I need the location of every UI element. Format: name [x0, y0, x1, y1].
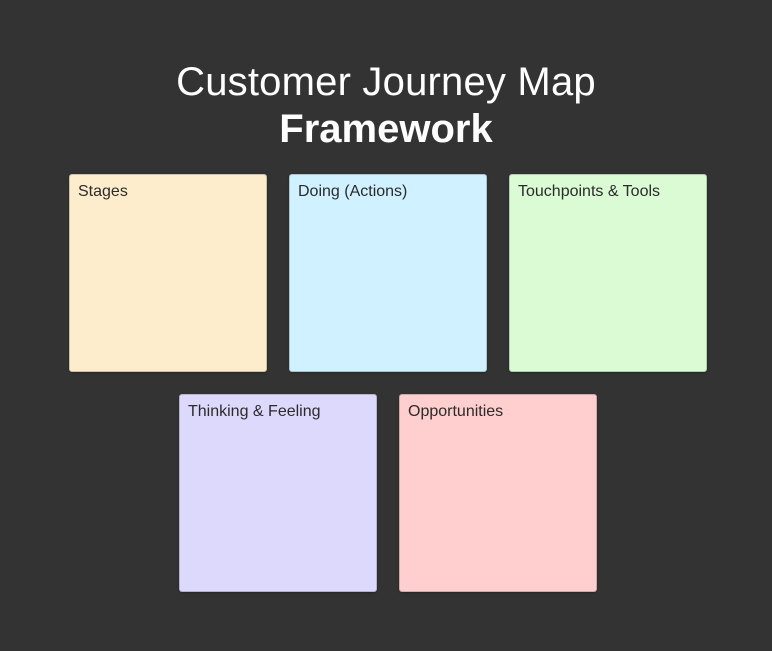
sticky-note-touchpoints[interactable]: Touchpoints & Tools — [509, 174, 707, 372]
sticky-note-opportunities[interactable]: Opportunities — [399, 394, 597, 592]
title-line-2: Framework — [279, 107, 493, 151]
sticky-note-thinking[interactable]: Thinking & Feeling — [179, 394, 377, 592]
sticky-note-label: Stages — [78, 183, 128, 200]
sticky-note-label: Thinking & Feeling — [188, 403, 321, 420]
sticky-note-label: Touchpoints & Tools — [518, 183, 661, 200]
title-line-1: Customer Journey Map — [176, 60, 596, 104]
sticky-note-label: Opportunities — [408, 403, 504, 420]
sticky-note-doing[interactable]: Doing (Actions) — [289, 174, 487, 372]
sticky-note-label: Doing (Actions) — [298, 183, 408, 200]
page-title: Customer Journey Map Framework — [0, 58, 772, 152]
sticky-note-stages[interactable]: Stages — [69, 174, 267, 372]
